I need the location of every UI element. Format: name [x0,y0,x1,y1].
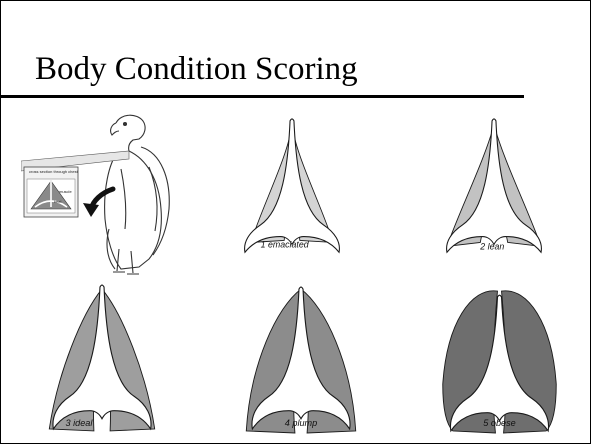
eagle-beak [111,123,119,135]
title-underline [1,95,524,98]
muscle-label: muscle [59,189,72,194]
score-panel-2: 2 lean [431,117,557,264]
cross-section-label: cross section through chest [29,169,79,174]
keel-label: keel [54,199,61,204]
keel-bone [245,119,340,252]
score-diagram-2: 2 lean [431,117,557,264]
score-panel-4: 4 plump [233,283,369,435]
score-diagram-5: 5 obese [428,283,571,435]
score-diagram-1: 1 emaciated [229,117,355,264]
eagle-legs [113,249,139,274]
eagle-svg: cross section through chest muscle keel [21,109,181,277]
score-panel-1: 1 emaciated [229,117,355,264]
score-diagram-3: 3 ideal [34,283,170,435]
score-label: 3 ideal [66,418,94,428]
slide-title: Body Condition Scoring [35,51,358,88]
score-label: 5 obese [483,418,515,428]
eagle-illustration: cross section through chest muscle keel [21,109,181,277]
score-panel-3: 3 ideal [34,283,170,435]
score-diagram-4: 4 plump [233,283,369,435]
score-label: 4 plump [285,418,317,428]
keel-bone [447,119,542,252]
eagle-body [105,151,162,269]
score-label: 1 emaciated [261,239,310,249]
score-panel-5: 5 obese [428,283,571,435]
eagle-head [116,115,145,151]
score-label: 2 lean [479,241,504,251]
